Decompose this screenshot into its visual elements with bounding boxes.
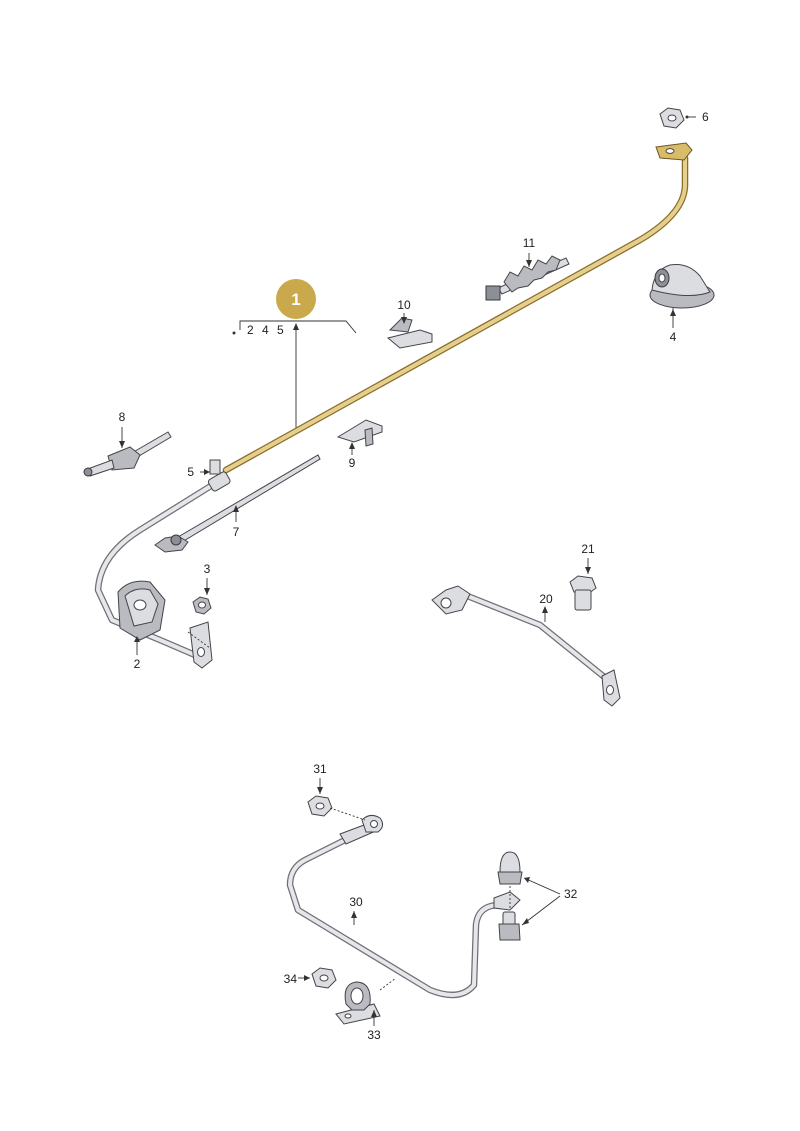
part-9-holder-clip[interactable]: 9 — [336, 419, 383, 470]
callout-1-sub-5: 5 — [277, 323, 284, 337]
callout-1-sub-2: 2 — [247, 323, 254, 337]
part-34-hex-nut[interactable]: 34 — [284, 967, 337, 989]
part-30-lower-cable[interactable]: 30 — [286, 814, 521, 999]
label-34: 34 — [284, 972, 298, 986]
cable-lower-terminal — [189, 621, 213, 669]
cable-lower-section — [94, 471, 231, 669]
part-21-hex-bolt[interactable]: 21 — [569, 542, 597, 611]
part-7-cable-tie[interactable]: 7 — [154, 454, 321, 553]
part-10-bracket-clip[interactable]: 10 — [386, 298, 433, 349]
part-5-connector[interactable]: 5 — [187, 459, 221, 479]
label-8: 8 — [119, 410, 126, 424]
label-30: 30 — [349, 895, 363, 909]
part-31-hex-nut[interactable]: 31 — [307, 762, 366, 821]
label-10: 10 — [397, 298, 411, 312]
part-3-hex-nut[interactable]: 3 — [187, 562, 212, 649]
part-8-strap-clip[interactable]: 8 — [83, 410, 172, 477]
label-11: 11 — [523, 236, 536, 250]
callout-1-label: 1 — [291, 290, 300, 309]
part-2-cable-grommet[interactable]: 2 — [117, 580, 166, 671]
part-20-battery-cable[interactable]: 20 — [431, 585, 621, 707]
part-33-cable-clip[interactable]: 33 — [335, 977, 397, 1042]
label-20: 20 — [539, 592, 553, 606]
part-4-rubber-grommet[interactable]: 4 — [649, 264, 715, 344]
callout-1-circle — [276, 279, 316, 319]
label-5: 5 — [187, 465, 194, 479]
label-3: 3 — [204, 562, 211, 576]
label-21: 21 — [581, 542, 595, 556]
part-6-hex-nut[interactable]: 6 — [659, 107, 709, 129]
label-2: 2 — [134, 657, 141, 671]
label-9: 9 — [349, 456, 356, 470]
label-6: 6 — [702, 110, 709, 124]
highlighted-ground-cable — [222, 142, 693, 474]
label-7: 7 — [233, 525, 240, 539]
label-32: 32 — [564, 887, 578, 901]
part-32-stud-bolt-set[interactable]: 32 — [497, 851, 578, 941]
callout-1[interactable]: 1 2 4 5 — [232, 279, 357, 428]
callout-1-sub-4: 4 — [262, 323, 269, 337]
label-4: 4 — [670, 330, 677, 344]
callout-1-bracket — [239, 320, 357, 334]
label-33: 33 — [367, 1028, 381, 1042]
part-11-cable-holder[interactable]: 11 — [485, 236, 570, 301]
label-31: 31 — [313, 762, 327, 776]
